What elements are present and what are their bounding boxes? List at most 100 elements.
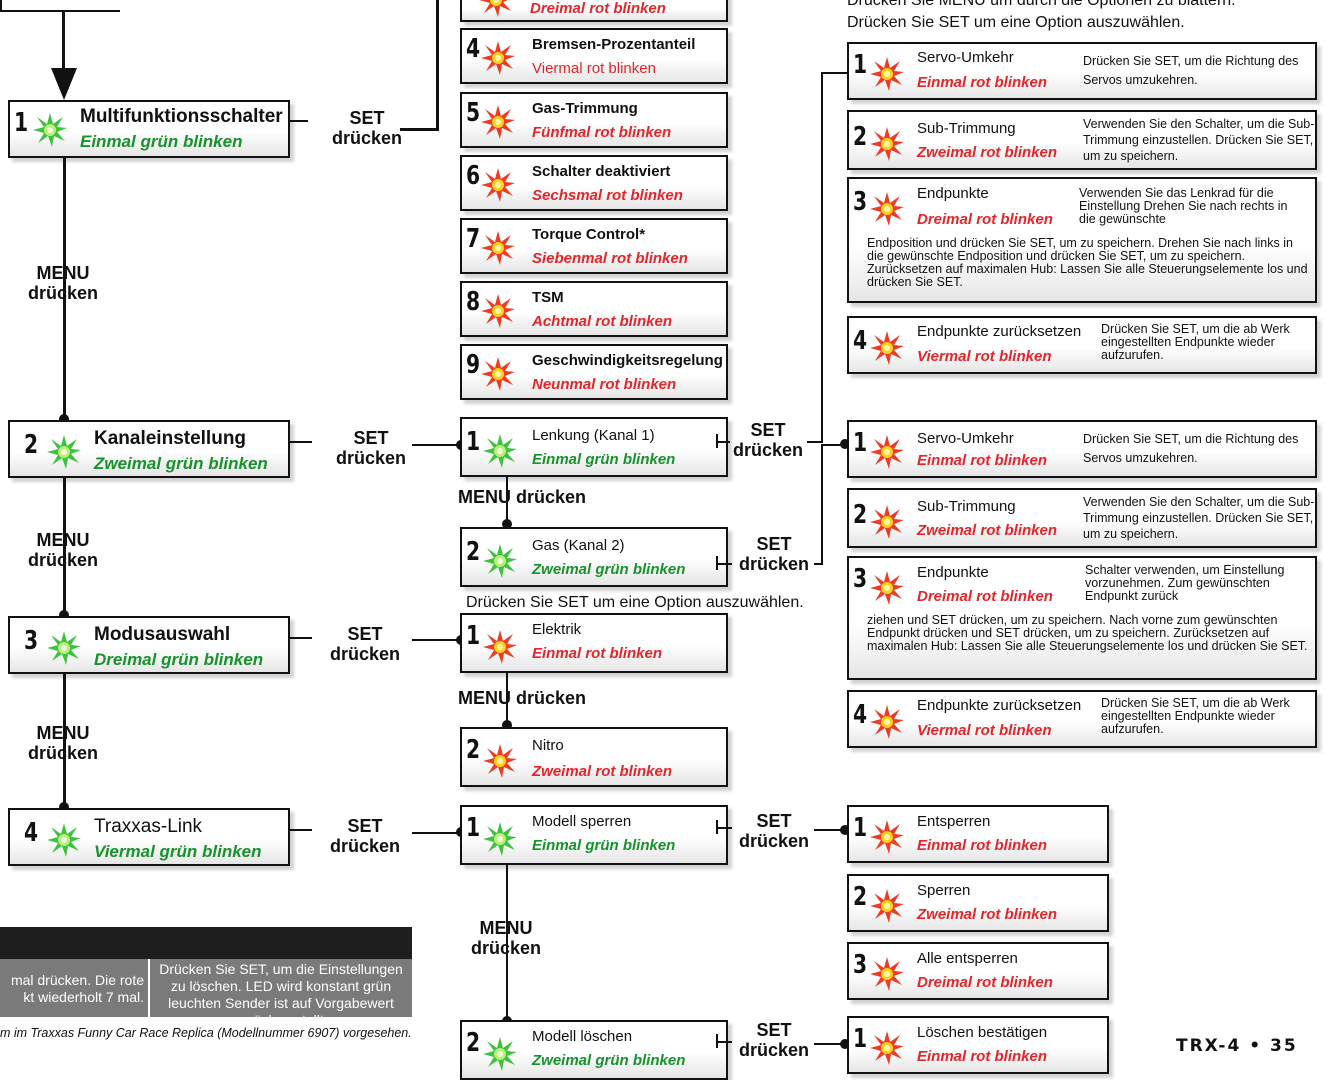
option-description: Verwenden Sie das Lenkrad für die Einste…	[1079, 186, 1288, 226]
option-blink: Neunmal rot blinken	[532, 376, 677, 393]
setting-box-reset-endpoints[interactable]: 4 Endpunkte zurücksetzen Viermal rot bli…	[847, 690, 1317, 748]
setting-box-servo-reverse[interactable]: 1 Servo-Umkehr Einmal rot blinken Drücke…	[847, 420, 1317, 478]
option-blink: Siebenmal rot blinken	[532, 250, 688, 267]
red-led-burst-icon	[869, 330, 905, 366]
option-box[interactable]: Dreimal rot blinken	[460, 0, 728, 22]
option-description: Drücken Sie SET, um die ab Werk eingeste…	[1101, 696, 1290, 736]
option-blink: Dreimal rot blinken	[917, 211, 1053, 228]
red-led-burst-icon	[869, 504, 905, 540]
option-title: Servo-Umkehr	[917, 49, 1014, 66]
option-description-continued: ziehen und SET drücken, um zu speichern.…	[867, 613, 1308, 653]
option-box[interactable]: 9 Geschwindigkeitsregelung Neunmal rot b…	[460, 344, 728, 400]
option-box[interactable]: 6 Schalter deaktiviert Sechsmal rot blin…	[460, 155, 728, 211]
option-blink: Viermal rot blinken	[917, 722, 1052, 739]
red-led-burst-icon	[869, 434, 905, 470]
option-blink: Viermal rot blinken	[917, 348, 1052, 365]
option-blink: Sechsmal rot blinken	[532, 187, 683, 204]
setting-box-subtrim[interactable]: 2 Sub-Trimmung Zweimal rot blinken Verwe…	[847, 488, 1317, 548]
red-led-burst-icon	[480, 356, 516, 392]
red-led-burst-icon	[480, 40, 516, 76]
option-box[interactable]: 5 Gas-Trimmung Fünfmal rot blinken	[460, 92, 728, 148]
menu-label: MENU drücken	[458, 688, 587, 708]
flow-arrow-down	[51, 68, 77, 100]
setting-box-subtrim[interactable]: 2 Sub-Trimmung Zweimal rot blinken Verwe…	[847, 110, 1317, 170]
option-box[interactable]: 7 Torque Control* Siebenmal rot blinken	[460, 218, 728, 274]
option-description-continued: Endposition und drücken Sie SET, um zu s…	[867, 236, 1308, 289]
option-blink: Zweimal rot blinken	[917, 522, 1058, 539]
option-blink: Viermal rot blinken	[532, 60, 656, 77]
option-blink: Einmal rot blinken	[917, 1048, 1048, 1065]
option-blink: Einmal grün blinken	[532, 837, 676, 854]
menu-blink: Viermal grün blinken	[94, 842, 262, 861]
header-line-2: Drücken Sie SET um eine Option auszuwähl…	[847, 14, 1185, 31]
option-blink: Achtmal rot blinken	[532, 313, 673, 330]
mode-hint: Drücken Sie SET um eine Option auszuwähl…	[466, 594, 804, 611]
menu-box-multifunction[interactable]: 1 Multifunktionsschalter Einmal grün bli…	[8, 100, 290, 158]
option-number: 4	[853, 700, 868, 730]
option-description: Verwenden Sie den Schalter, um die Sub-T…	[1083, 495, 1315, 541]
menu-blink: Dreimal grün blinken	[94, 650, 264, 669]
table-cell: mal drücken. Die rote kt wiederholt 7 ma…	[0, 959, 148, 1017]
mode-box-electric[interactable]: 1 Elektrik Einmal rot blinken	[460, 613, 728, 673]
menu-label: MENU drücken	[458, 487, 587, 507]
option-description: Drücken Sie SET, um die ab Werk eingeste…	[1101, 322, 1290, 362]
menu-number: 3	[24, 626, 39, 656]
lock-option-box[interactable]: 2 Sperren Zweimal rot blinken	[847, 874, 1109, 932]
link-box-lock[interactable]: 1 Modell sperren Einmal grün blinken	[460, 805, 728, 865]
option-blink: Einmal grün blinken	[532, 451, 676, 468]
option-title: Sub-Trimmung	[917, 498, 1016, 515]
option-number: 1	[853, 50, 868, 80]
red-led-burst-icon	[869, 1030, 905, 1066]
option-box[interactable]: 8 TSM Achtmal rot blinken	[460, 281, 728, 337]
option-title: Torque Control*	[532, 226, 646, 243]
option-number: 2	[853, 122, 868, 152]
red-led-burst-icon	[480, 167, 516, 203]
channel-box-steering[interactable]: 1 Lenkung (Kanal 1) Einmal grün blinken	[460, 417, 728, 477]
green-led-burst-icon	[46, 434, 82, 470]
setting-box-endpoints[interactable]: 3 Endpunkte Dreimal rot blinken Schalter…	[847, 556, 1317, 680]
option-blink: Dreimal rot blinken	[917, 974, 1053, 991]
red-led-burst-icon	[869, 888, 905, 924]
option-number: 1	[466, 427, 481, 457]
lock-option-box[interactable]: 3 Alle entsperren Dreimal rot blinken	[847, 942, 1109, 1000]
lock-option-box[interactable]: 1 Entsperren Einmal rot blinken	[847, 805, 1109, 863]
red-led-burst-icon	[478, 0, 514, 18]
menu-box-channel[interactable]: 2 Kanaleinstellung Zweimal grün blinken	[8, 420, 290, 478]
menu-number: 1	[14, 108, 29, 138]
option-blink: Einmal rot blinken	[532, 645, 663, 662]
red-led-burst-icon	[869, 570, 905, 606]
setting-box-endpoints[interactable]: 3 Endpunkte Dreimal rot blinken Verwende…	[847, 177, 1317, 303]
delete-option-box[interactable]: 1 Löschen bestätigen Einmal rot blinken	[847, 1016, 1109, 1074]
menu-title: Modusauswahl	[94, 624, 231, 645]
channel-box-gas[interactable]: 2 Gas (Kanal 2) Zweimal grün blinken	[460, 527, 728, 587]
link-box-delete[interactable]: 2 Modell löschen Zweimal grün blinken	[460, 1020, 728, 1080]
option-number: 1	[853, 813, 868, 843]
page-number: TRX-4 • 35	[1176, 1036, 1298, 1056]
option-box[interactable]: 4 Bremsen-Prozentanteil Viermal rot blin…	[460, 28, 728, 84]
option-title: Entsperren	[917, 813, 991, 830]
setting-box-servo-reverse[interactable]: 1 Servo-Umkehr Einmal rot blinken Drücke…	[847, 42, 1317, 100]
green-led-burst-icon	[32, 112, 68, 148]
option-title: Endpunkte zurücksetzen	[917, 323, 1082, 340]
option-title: Modell sperren	[532, 813, 632, 830]
menu-box-traxxas-link[interactable]: 4 Traxxas-Link Viermal grün blinken	[8, 808, 290, 866]
option-title: Endpunkte zurücksetzen	[917, 697, 1082, 714]
option-number: 2	[466, 537, 481, 567]
red-led-burst-icon	[482, 629, 518, 665]
option-blink: Einmal rot blinken	[917, 837, 1048, 854]
option-title: Schalter deaktiviert	[532, 163, 671, 180]
menu-box-mode[interactable]: 3 Modusauswahl Dreimal grün blinken	[8, 616, 290, 674]
red-led-burst-icon	[480, 293, 516, 329]
mode-box-nitro[interactable]: 2 Nitro Zweimal rot blinken	[460, 727, 728, 787]
option-title: Sperren	[917, 882, 971, 899]
setting-box-reset-endpoints[interactable]: 4 Endpunkte zurücksetzen Viermal rot bli…	[847, 316, 1317, 374]
red-led-burst-icon	[869, 56, 905, 92]
option-title: Sub-Trimmung	[917, 120, 1016, 137]
red-led-burst-icon	[869, 126, 905, 162]
